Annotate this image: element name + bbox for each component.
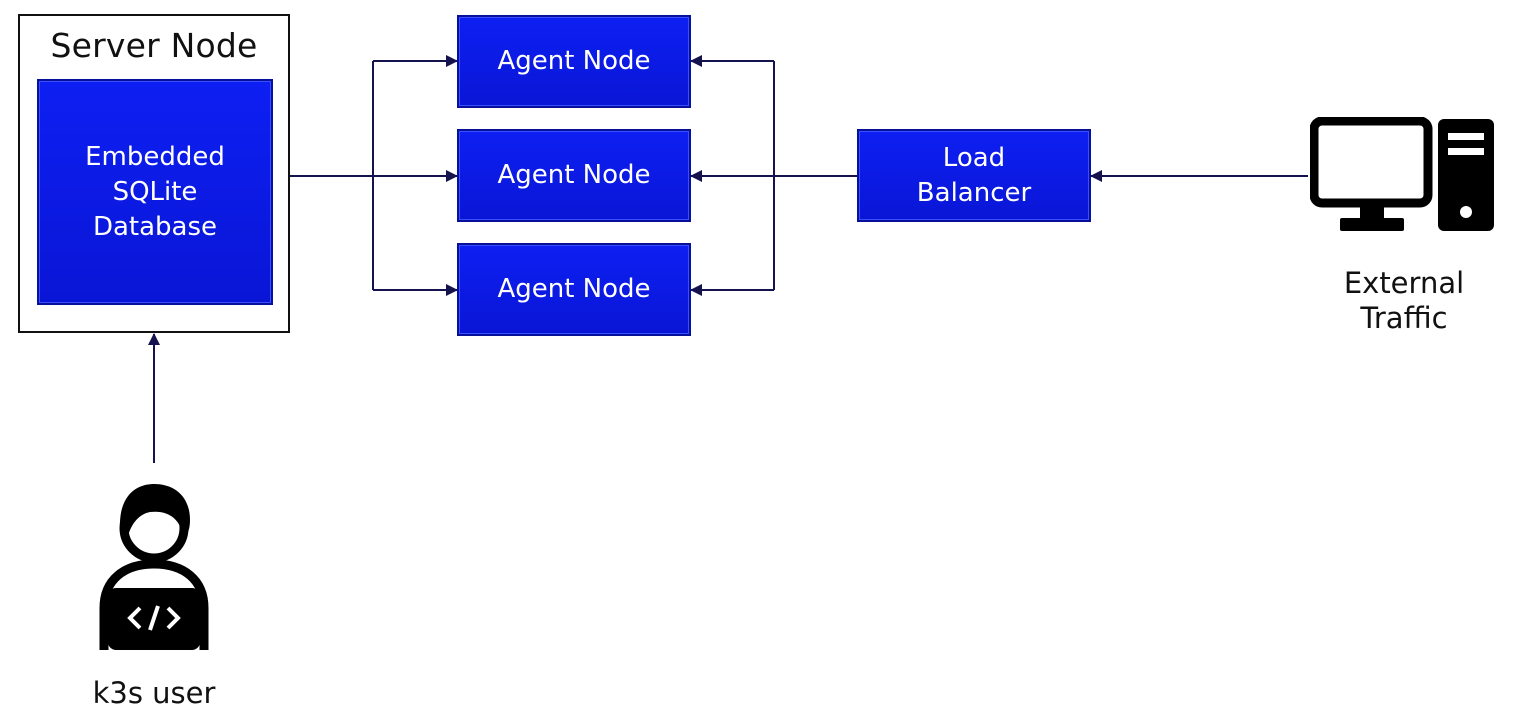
server-node-box: Server Node Embedded SQLite Database — [18, 14, 290, 333]
server-node-title: Server Node — [50, 26, 258, 65]
k3s-user-label: k3s user — [92, 676, 216, 710]
sqlite-database-box: Embedded SQLite Database — [37, 79, 273, 305]
sqlite-database-label: Embedded SQLite Database — [85, 141, 225, 242]
agent-node-label: Agent Node — [497, 160, 651, 190]
desktop-computer-icon — [1310, 117, 1494, 231]
agent-node-box: Agent Node — [457, 243, 691, 336]
server-to-agents-connector — [290, 55, 458, 296]
external-traffic-label: External Traffic — [1343, 266, 1465, 335]
agent-node-label: Agent Node — [497, 274, 651, 304]
agent-node-label: Agent Node — [497, 46, 651, 76]
loadbalancer-to-agents-connector — [690, 55, 857, 296]
load-balancer-label: Load Balancer — [916, 142, 1032, 208]
agent-node-box: Agent Node — [457, 129, 691, 222]
agent-node-box: Agent Node — [457, 15, 691, 108]
developer-user-icon — [99, 484, 209, 650]
load-balancer-box: Load Balancer — [857, 129, 1091, 222]
